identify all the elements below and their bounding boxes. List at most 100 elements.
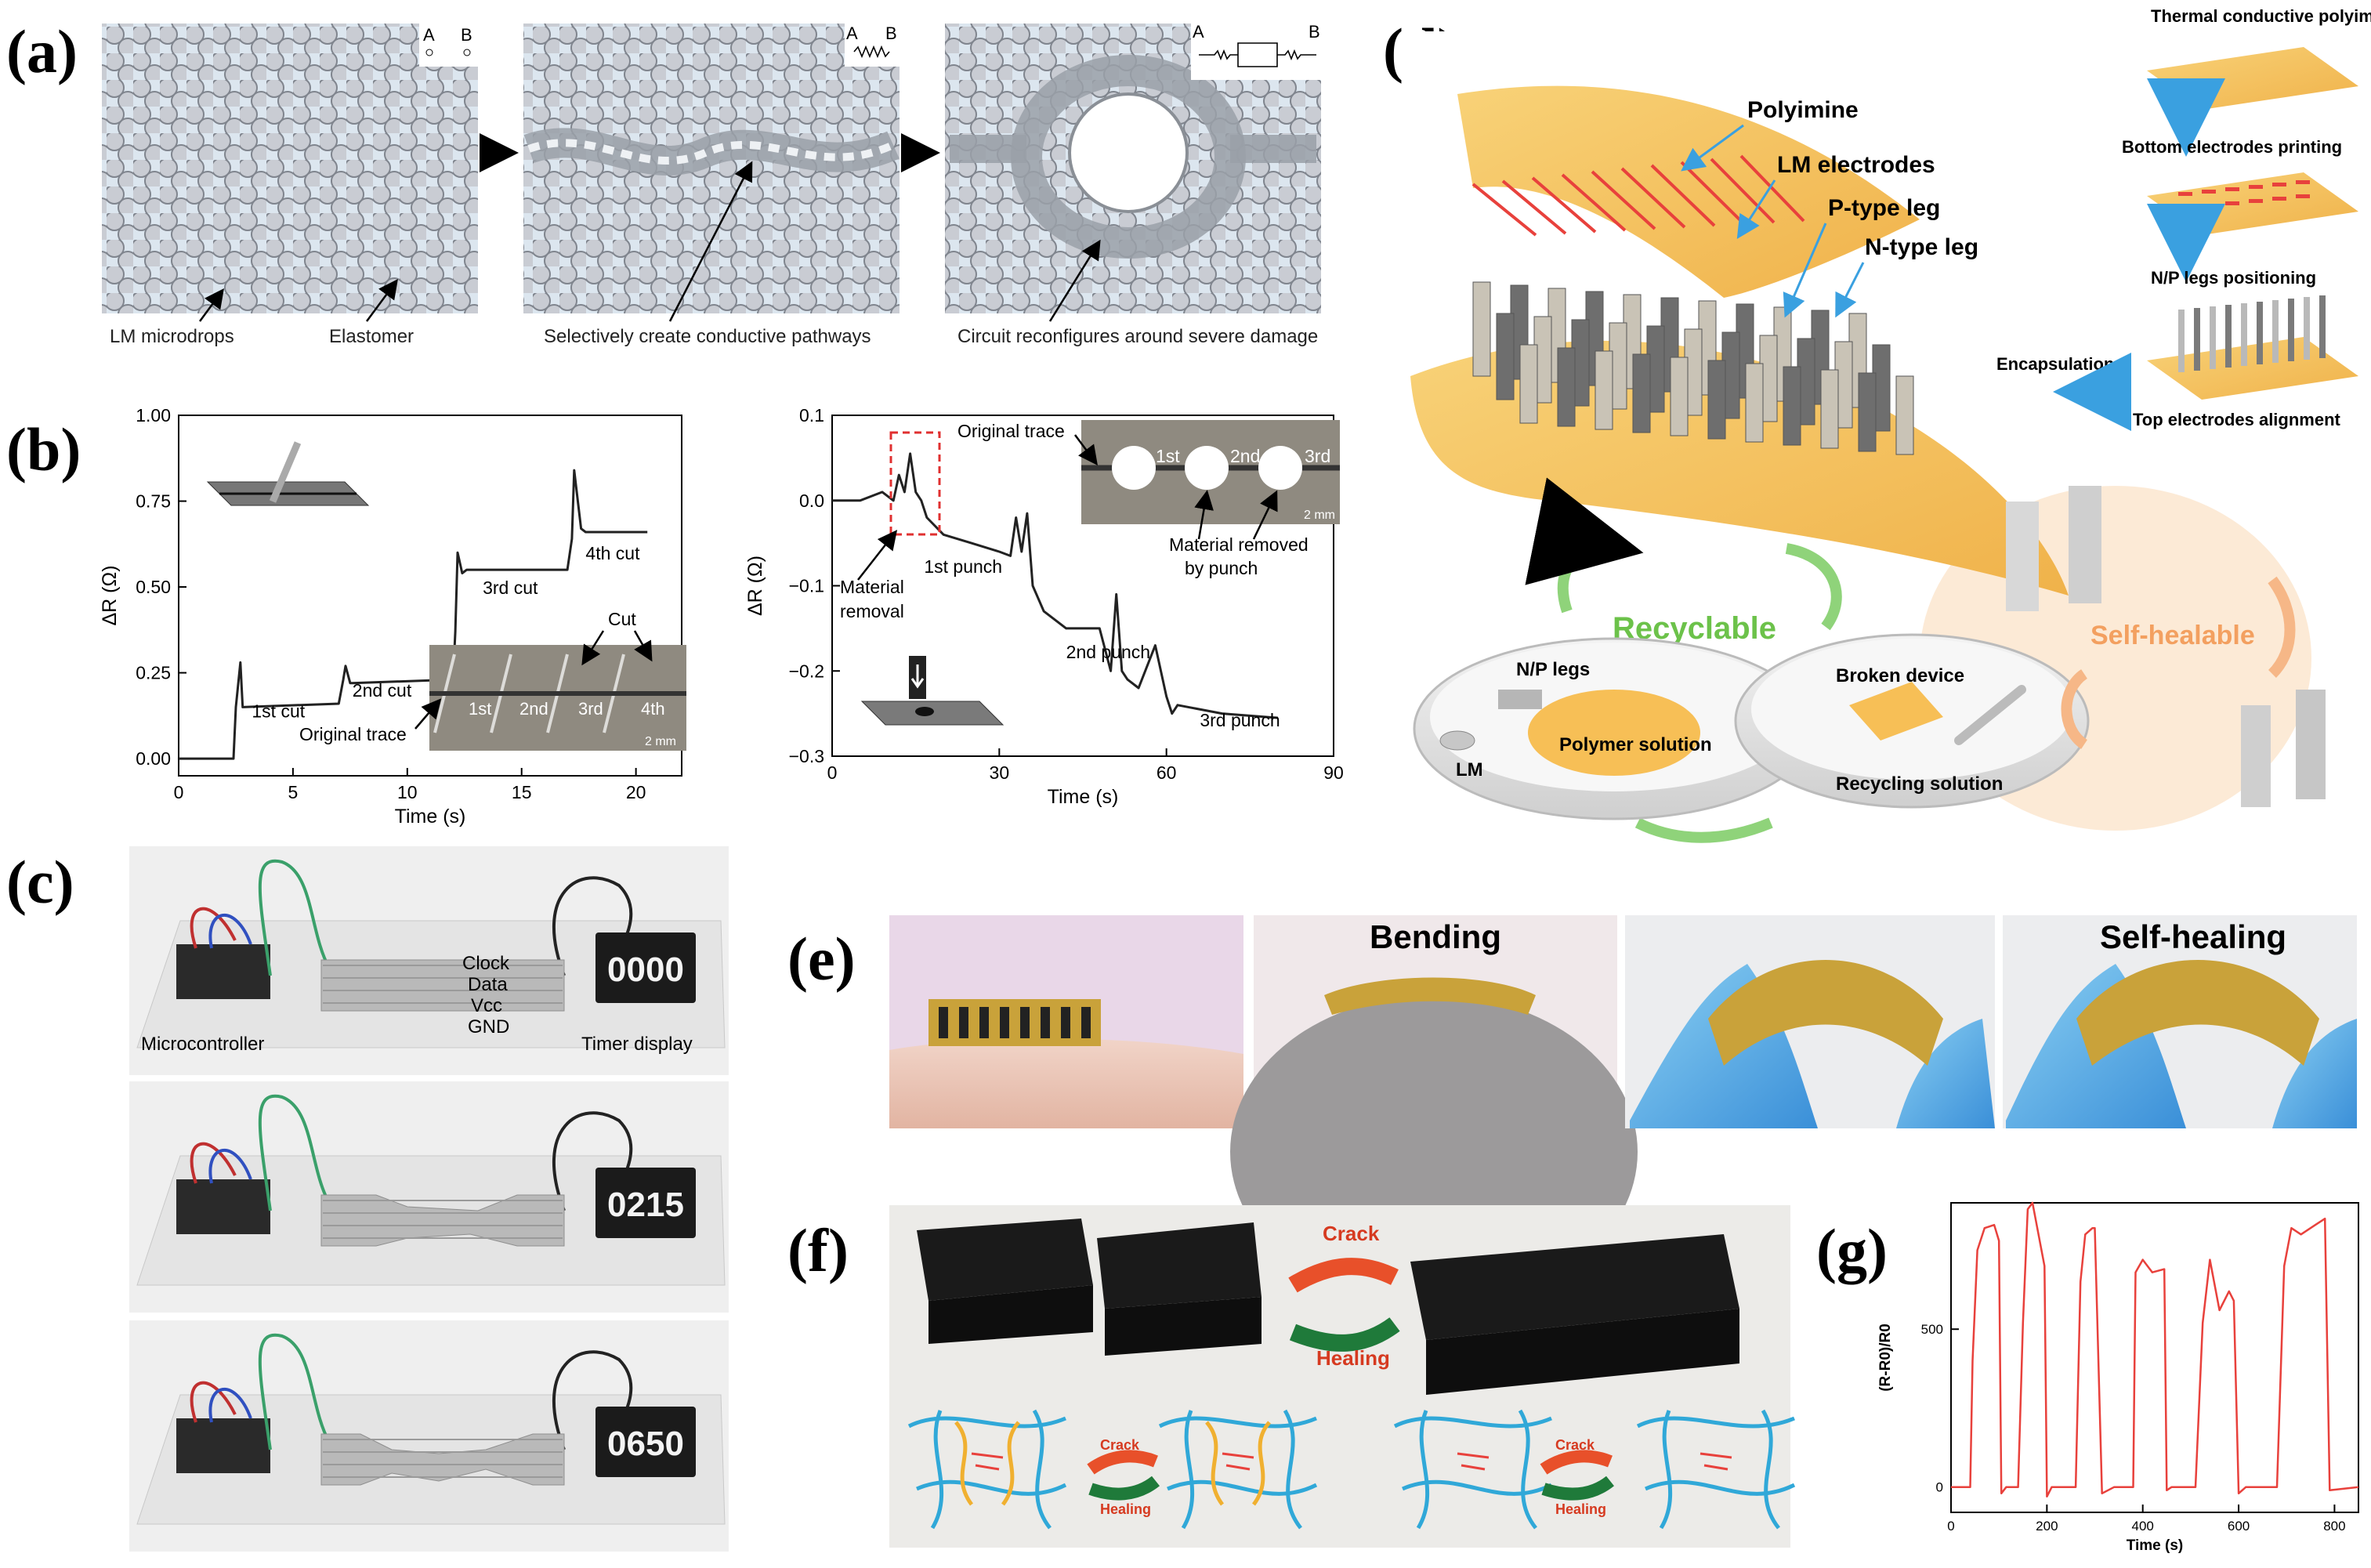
data-line <box>1951 1201 2359 1498</box>
thermoelectric-leg <box>1557 347 1576 427</box>
terminal-area <box>845 24 900 67</box>
timer-display-digits: 0650 <box>607 1425 684 1463</box>
label-crack-left: Crack <box>1100 1437 1140 1453</box>
bottom-electrode <box>2296 180 2310 184</box>
crack-arrow-small-1 <box>1087 1450 1158 1475</box>
label-polyimine: Polyimine <box>1747 97 1859 123</box>
bottom-electrode <box>2272 183 2286 186</box>
damage-hole <box>1068 92 1189 213</box>
block-healed-front <box>1426 1309 1739 1395</box>
label-crack-top: Crack <box>1323 1222 1380 1245</box>
lm-electrode-strip <box>1680 161 1746 226</box>
inset-label-3rd: 3rd <box>578 699 603 719</box>
label-healing-left: Healing <box>1100 1501 1151 1517</box>
thermoelectric-legs <box>1472 281 1914 455</box>
punch-hole-1 <box>1112 446 1156 490</box>
inset-label-2nd: 2nd <box>1230 446 1260 466</box>
polymer-network-cyan <box>1636 1409 1796 1530</box>
inset-label-1st: 1st <box>469 699 491 719</box>
terminal-area <box>419 24 478 67</box>
thermoelectric-leg <box>1895 375 1914 455</box>
panel-label-c: (c) <box>6 848 74 916</box>
panel-d: Polyimine LM electrodes P-type leg N-typ… <box>1403 6 2371 846</box>
x-tick-label: 0 <box>1947 1519 1954 1534</box>
label-microcontroller: Microcontroller <box>141 1034 264 1055</box>
heal-arrow-1 <box>2268 576 2296 678</box>
device-leg <box>939 1007 948 1038</box>
photo-e4-device <box>2076 960 2319 1066</box>
lm-trace-sheet <box>320 959 565 1012</box>
y-tick-label: −0.1 <box>789 576 824 596</box>
step-leg <box>2210 326 2216 369</box>
device-leg <box>1081 1007 1091 1038</box>
dynamic-bond <box>1700 1452 1732 1471</box>
step-legs <box>2178 295 2326 372</box>
device-leg <box>1061 1007 1070 1038</box>
step-leg <box>2304 317 2310 360</box>
pointer-material-removal <box>857 530 898 581</box>
y-axis-label: ΔR (Ω) <box>744 556 766 616</box>
resistor-symbol <box>853 45 890 59</box>
label-top-alignment: Top electrodes alignment <box>2133 410 2341 429</box>
photo-e4-glove-right <box>2272 1019 2357 1128</box>
label-timer-display: Timer display <box>581 1034 693 1055</box>
x-tick-label: 90 <box>1323 762 1344 783</box>
terminal-area <box>1191 24 1321 80</box>
pointer-removed-1 <box>1194 490 1214 540</box>
bottom-electrode <box>2249 185 2263 189</box>
lm-electrode-strip <box>1531 176 1597 234</box>
recycle-arrow-3 <box>1634 817 1773 843</box>
terminal-b-node <box>463 49 471 56</box>
terminal-a-label: A <box>846 24 858 43</box>
crack-arrow-small-2 <box>1540 1450 1613 1475</box>
inset-scale-label: 2 mm <box>1304 509 1335 522</box>
x-tick-label: 800 <box>2323 1519 2345 1534</box>
polymer-network-orange <box>954 1421 1020 1506</box>
wire-red <box>190 1381 237 1423</box>
wire-green <box>258 1094 331 1211</box>
block-piece-2-top <box>1097 1222 1262 1309</box>
label-healing-top: Healing <box>1316 1346 1390 1370</box>
label-thermal-polyimine: Thermal conductive polyimine <box>2151 6 2371 26</box>
heal-arrow-2 <box>2061 669 2088 749</box>
y-tick-label: 0 <box>1936 1480 1943 1495</box>
y-tick-label: 0.1 <box>799 405 824 425</box>
thermoelectric-leg <box>1745 363 1764 443</box>
lm-electrode-strip <box>1471 183 1537 237</box>
lm-electrode-strip <box>1620 167 1686 229</box>
polymer-networks <box>907 1409 1796 1530</box>
y-tick-label: 500 <box>1921 1322 1943 1337</box>
label-n-type-leg: N-type leg <box>1865 234 1978 260</box>
photo-e1-legs <box>939 1007 1091 1038</box>
label-lm-electrodes: LM electrodes <box>1777 152 1935 178</box>
bottom-electrode <box>2202 190 2216 194</box>
annotation-3rd-punch: 3rd punch <box>1200 710 1280 730</box>
broken-device <box>1849 682 1943 741</box>
x-tick-label: 400 <box>2132 1519 2154 1534</box>
block-piece-1-front <box>928 1285 1093 1344</box>
label-polymer-solution: Polymer solution <box>1559 734 1712 755</box>
bottom-electrode <box>2202 204 2216 208</box>
thermoelectric-leg <box>1472 281 1491 377</box>
top-polyimine-film <box>1457 85 1920 298</box>
wire-green <box>258 859 331 976</box>
label-gnd: GND <box>468 1016 509 1037</box>
annotation-4th-cut: 4th cut <box>585 543 640 563</box>
device-leg <box>979 1007 989 1038</box>
resistor-network-symbol <box>1199 42 1316 67</box>
crack-arrow <box>1288 1258 1399 1293</box>
step-leg <box>2178 329 2185 372</box>
device-leg <box>959 1007 968 1038</box>
y-axis-label: (R-R0)/R0 <box>1877 1324 1894 1392</box>
label-p-type-leg: P-type leg <box>1828 195 1940 221</box>
label-np-legs: N/P legs <box>1516 659 1590 680</box>
step-leg <box>2288 318 2294 361</box>
bottom-electrode <box>2225 201 2239 205</box>
label-bottom-electrodes: Bottom electrodes printing <box>2122 137 2342 157</box>
data-line <box>832 452 1279 719</box>
annotation-2nd-punch: 2nd punch <box>1066 642 1150 662</box>
label-lm: LM <box>1456 759 1483 780</box>
pointer-n-leg <box>1835 262 1865 318</box>
terminal-b-label: B <box>1309 22 1320 42</box>
